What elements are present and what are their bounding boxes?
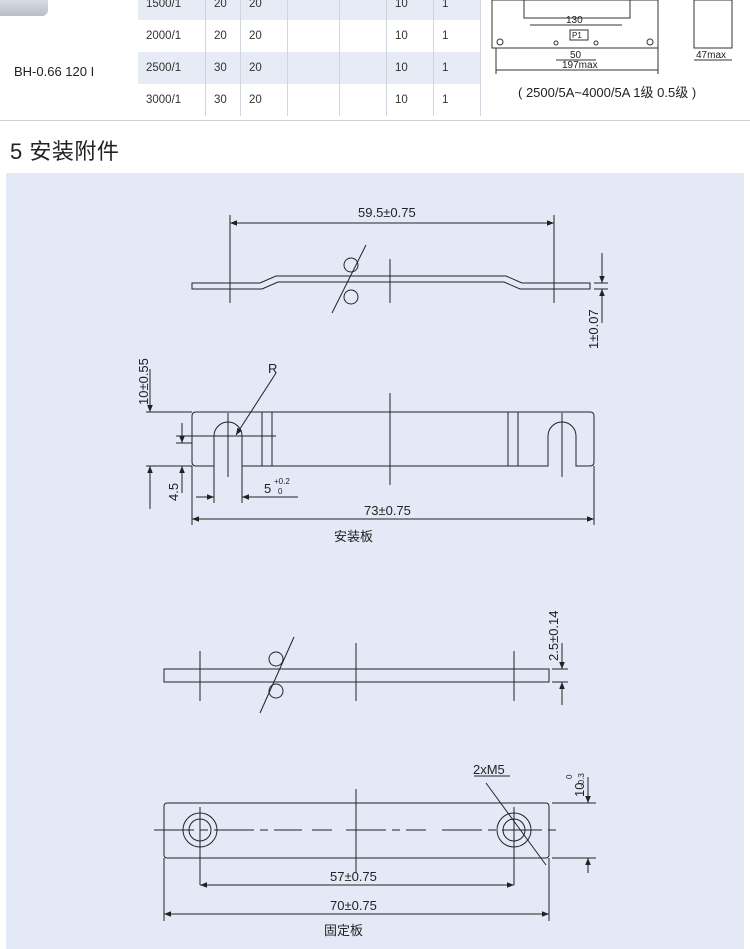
table-cell: 20 bbox=[240, 52, 288, 84]
table-cell: 10 bbox=[386, 52, 434, 84]
dim-mounting-side-length: 59.5±0.75 bbox=[358, 205, 416, 220]
table-cell: 10 bbox=[386, 84, 434, 116]
model-label: BH-0.66 120 I bbox=[14, 64, 95, 79]
caption-mounting-plate: 安装板 bbox=[334, 529, 373, 544]
fixing-plate-top-view bbox=[154, 775, 596, 921]
table-cell bbox=[287, 52, 340, 84]
table-cell: 10 bbox=[386, 0, 434, 20]
dim-130: 130 bbox=[566, 15, 583, 26]
dim-mounting-total: 73±0.75 bbox=[364, 503, 411, 518]
fixing-plate-side-view bbox=[163, 636, 568, 714]
table-cell bbox=[339, 0, 387, 20]
table-cell: 2500/1 bbox=[138, 52, 206, 84]
table-cell: 1 bbox=[433, 52, 481, 84]
caption-fixing-plate: 固定板 bbox=[324, 923, 363, 938]
ct-foot-hole-left bbox=[496, 38, 504, 46]
dim-fixing-height-tol-upper: 0 bbox=[565, 774, 574, 779]
ct-housing-outline bbox=[491, 0, 659, 49]
dim-mounting-thickness: 1±0.07 bbox=[586, 309, 601, 349]
dim-mounting-bottom: 4.5 bbox=[166, 483, 181, 501]
mounting-plate-top-view bbox=[146, 369, 595, 525]
table-cell: 20 bbox=[240, 0, 288, 20]
table-cell: 1500/1 bbox=[138, 0, 206, 20]
section-title: 5 安装附件 bbox=[10, 139, 120, 164]
dim-50: 50 bbox=[570, 50, 582, 61]
dim-fixing-height-tol-lower: -0.3 bbox=[577, 773, 586, 787]
ct-window-outline bbox=[523, 0, 631, 19]
ct-range-caption: ( 2500/5A~4000/5A 1级 0.5级 ) bbox=[518, 85, 697, 100]
dim-197max: 197max bbox=[562, 60, 598, 71]
table-cell: 1 bbox=[433, 20, 481, 52]
section-divider bbox=[0, 120, 750, 121]
accessory-drawings: 59.5±0.75 1±0.07 bbox=[136, 205, 608, 938]
table-cell: 3000/1 bbox=[138, 84, 206, 116]
table-cell: 30 bbox=[205, 52, 241, 84]
dim-slot-width: 5 bbox=[264, 481, 271, 496]
dim-fixing-holes: 57±0.75 bbox=[330, 869, 377, 884]
table-cell: 20 bbox=[240, 20, 288, 52]
dim-fixing-total: 70±0.75 bbox=[330, 898, 377, 913]
dim-slot-tol-lower: 0 bbox=[278, 487, 283, 496]
mounting-plate-side-view bbox=[191, 215, 608, 323]
table-cell bbox=[287, 20, 340, 52]
table-cell: 20 bbox=[205, 0, 241, 20]
label-thread-2xm5: 2xM5 bbox=[473, 762, 505, 777]
ct-dimension-drawing: 130 P1 50 197max 47max bbox=[491, 0, 733, 74]
table-cell bbox=[287, 0, 340, 20]
table-cell: 10 bbox=[386, 20, 434, 52]
label-radius: R bbox=[268, 361, 277, 376]
ct-foot-hole-right bbox=[646, 38, 654, 46]
ct-terminal-right bbox=[593, 40, 599, 46]
table-cell: 20 bbox=[240, 84, 288, 116]
table-cell bbox=[339, 84, 387, 116]
table-cell: 2000/1 bbox=[138, 20, 206, 52]
dim-p1: P1 bbox=[572, 31, 582, 40]
accessory-drawing-panel: 59.5±0.75 1±0.07 bbox=[6, 173, 744, 949]
ct-side-view bbox=[693, 0, 733, 49]
dim-fixing-height: 10 bbox=[572, 783, 587, 797]
dim-fixing-thickness: 2.5±0.14 bbox=[546, 610, 561, 661]
product-thumbnail bbox=[0, 0, 48, 16]
table-cell bbox=[339, 52, 387, 84]
table-cell: 1 bbox=[433, 84, 481, 116]
table-cell: 20 bbox=[205, 20, 241, 52]
table-cell bbox=[339, 20, 387, 52]
dim-47max: 47max bbox=[696, 50, 726, 61]
table-cell: 30 bbox=[205, 84, 241, 116]
table-cell bbox=[287, 84, 340, 116]
table-cell: 1 bbox=[433, 0, 481, 20]
dim-mounting-height: 10±0.55 bbox=[136, 358, 151, 405]
ct-terminal-left bbox=[553, 40, 559, 46]
dim-slot-tol-upper: +0.2 bbox=[274, 477, 290, 486]
